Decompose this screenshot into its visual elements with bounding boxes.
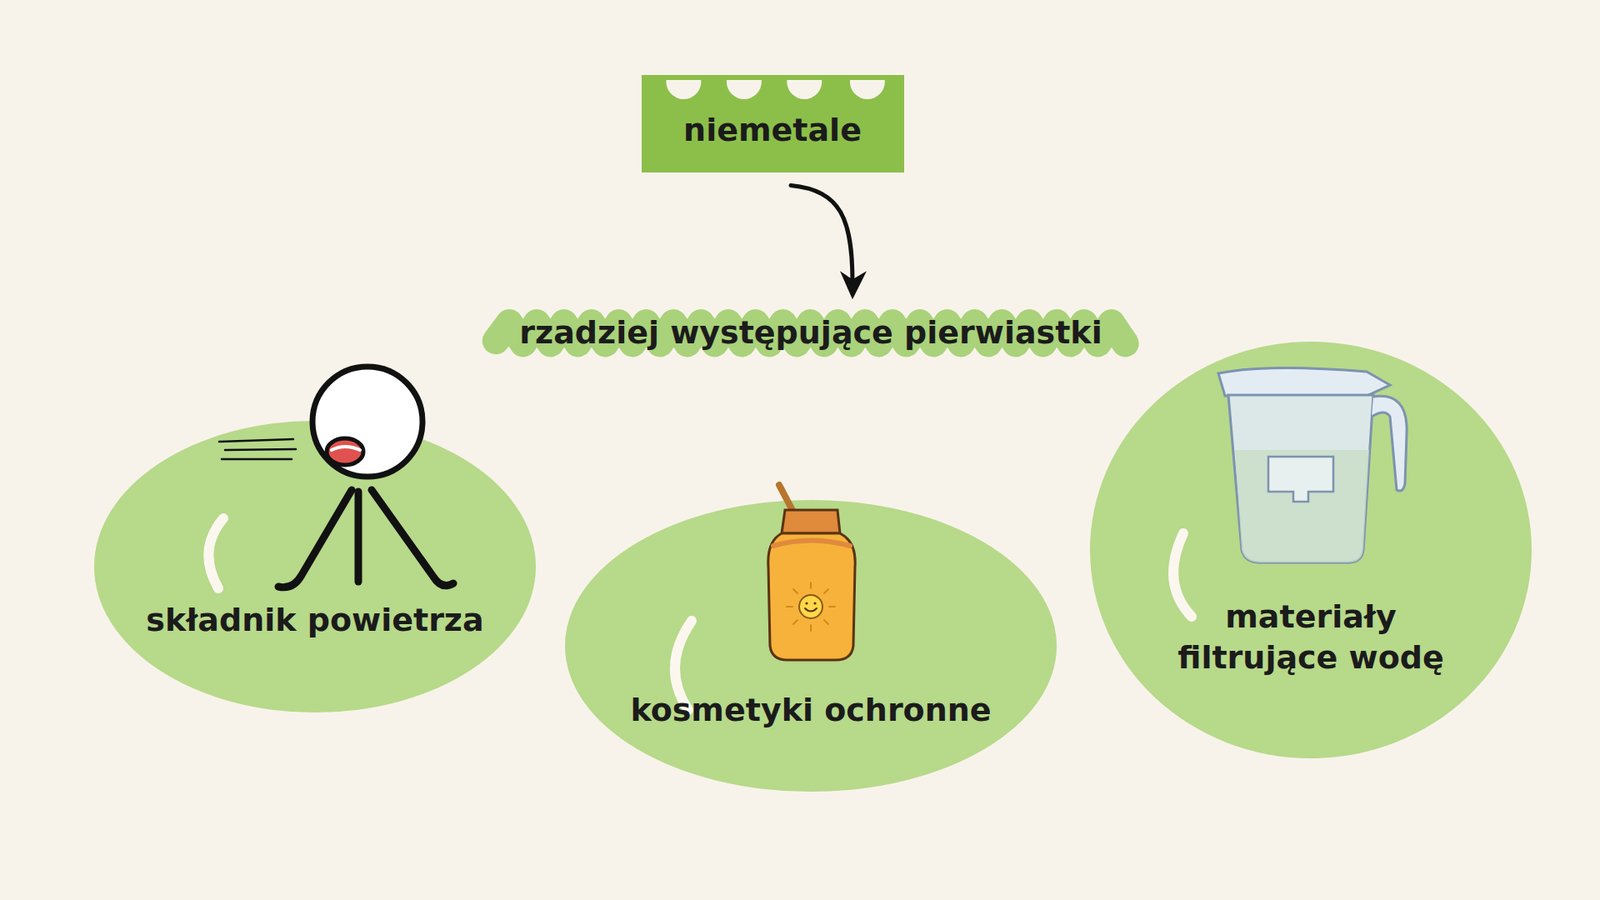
curved-arrow: [790, 185, 867, 300]
node-label: składnik powietrza: [145, 600, 484, 641]
blob-shape: [1090, 341, 1532, 759]
blob-shape: [94, 420, 536, 713]
blob-shape: [565, 500, 1057, 792]
topic-blob: kosmetyki ochronne: [565, 500, 1057, 792]
topic-blob: składnik powietrza: [94, 420, 536, 713]
title-tab: niemetale: [641, 75, 905, 173]
highlight-band: rzadziej występujące pierwiastki: [490, 300, 1130, 365]
node-label: kosmetyki ochronne: [630, 690, 991, 731]
node-label: rzadziej występujące pierwiastki: [519, 312, 1102, 354]
topic-blob: materiały filtrujące wodę: [1090, 341, 1532, 759]
node-label: niemetale: [683, 110, 862, 151]
node-label: materiały filtrujące wodę: [1144, 596, 1478, 680]
